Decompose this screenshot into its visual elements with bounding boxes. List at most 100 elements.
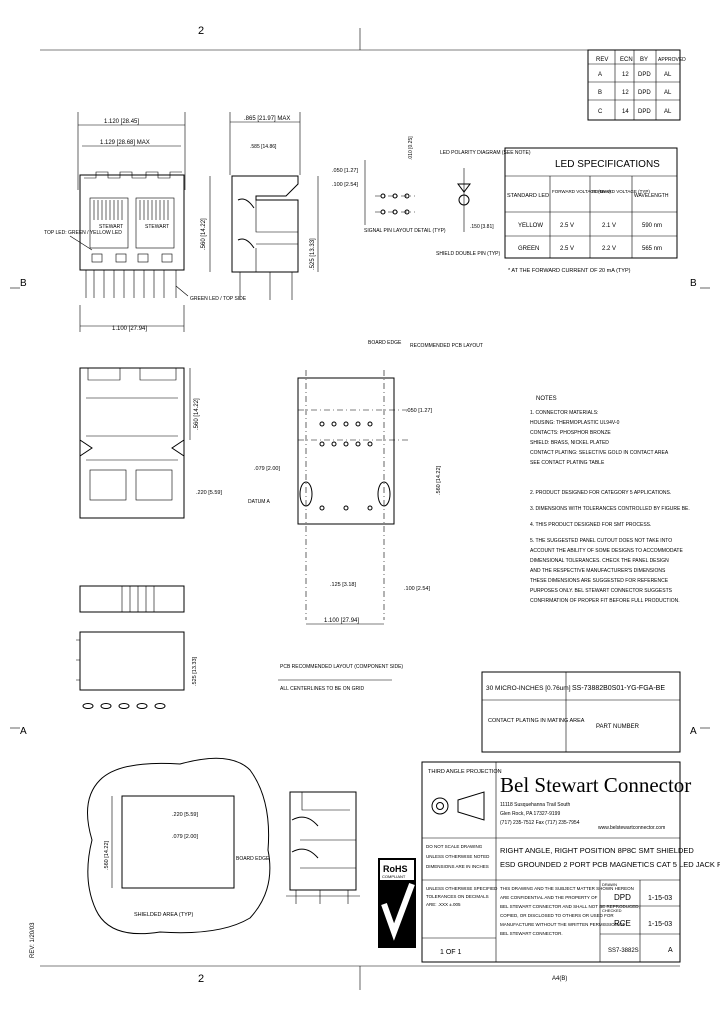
shield-double-pin-callout: SHIELD DOUBLE PIN (TYP)	[436, 251, 501, 257]
proprietary-line-4: COPIED, OR DISCLOSED TO OTHERS OR USED F…	[500, 913, 614, 918]
top-view-note-dim: .220 [5.59]	[196, 490, 222, 496]
pin-right-dim-b: .050 [1.27]	[406, 408, 432, 414]
rohs-label: RoHS	[383, 864, 408, 874]
revision-table: REV ECN BY APPROVED A 12 DPD AL B 12 DPD…	[587, 49, 686, 121]
note-line-15: PURPOSES ONLY. BEL STEWART CONNECTOR SUG…	[530, 588, 673, 594]
zone-label-left-a: A	[20, 726, 27, 737]
front-width-max-dim: 1.129 [28.68] MAX	[100, 140, 150, 146]
notes-title: NOTES	[536, 396, 557, 402]
side-height-dim: .560 [14.22]	[201, 218, 207, 250]
zone-label-left-b: B	[20, 278, 27, 289]
led-yellow-vmax: 2.5 V	[560, 223, 574, 229]
sheet-size: A4(B)	[552, 976, 567, 982]
led-header-vmax: FORWARD VOLTAGE (MAX)	[552, 189, 611, 194]
pcb-layout: 1.100 [27.94] .125 [3.18] .079 [2.00] DA…	[248, 340, 483, 692]
led-header-vtyp: FORWARD VOLTAGE (TYP)	[592, 189, 650, 194]
pin-spacing-b-dim: .100 [2.54]	[332, 182, 358, 188]
part-number-table: 30 MICRO-INCHES [0.76um] SS-73882B0S01-Y…	[481, 671, 681, 753]
proprietary-line-3: BEL STEWART CONNECTOR AND SHALL NOT BE R…	[500, 904, 640, 909]
unless-noted-label: UNLESS OTHERWISE NOTED	[426, 854, 490, 859]
led-stewart-label-right: STEWART	[145, 224, 169, 230]
sheet-number: 1 OF 1	[440, 949, 462, 956]
rev-row-c-rev: C	[598, 109, 603, 115]
layout-width-dim: 1.100 [27.94]	[324, 618, 359, 624]
led-green-name: GREEN	[518, 246, 539, 252]
check-icon	[381, 882, 415, 941]
revision-letter: A	[668, 947, 673, 954]
proprietary-line-2: ARE CONFIDENTIAL AND THE PROPERTY OF	[500, 895, 598, 900]
zone-label-bottom: 2	[198, 973, 204, 985]
signal-layout-callout: SIGNAL PIN LAYOUT DETAIL (TYP)	[364, 228, 446, 234]
company-address-3: (717) 235-7512 Fax (717) 235-7954	[500, 820, 580, 826]
note-line-11: ACCOUNT THE ABILITY OF SOME DESIGNS TO A…	[530, 548, 683, 554]
checked-by: RCE	[614, 919, 631, 928]
rev-row-a-rev: A	[598, 72, 602, 78]
company-url: www.belstewartconnector.com	[598, 825, 665, 831]
part-number-header: PART NUMBER	[596, 724, 640, 730]
led-note-dim: .150 [3.81]	[470, 224, 494, 230]
drawing-number: SS7-3882S	[608, 948, 639, 954]
pin-spacing-dim-b: .100 [2.54]	[404, 586, 430, 592]
side-top-dim-b: .585 [14.86]	[250, 144, 277, 150]
note-line-13: AND THE RESPECTIVE MANUFACTURER'S DIMENS…	[530, 568, 666, 574]
plating-header: CONTACT PLATING IN MATING AREA	[488, 718, 585, 724]
led-spec-title: LED SPECIFICATIONS	[555, 159, 660, 170]
led-header-wavelength: WAVELENGTH	[634, 193, 669, 199]
notes-block: NOTES 1. CONNECTOR MATERIALS: HOUSING: T…	[530, 396, 690, 604]
front-width-dim: 1.120 [28.45]	[104, 119, 139, 125]
led-green-vmax: 2.5 V	[560, 246, 574, 252]
side-view: .865 [21.97] MAX .585 [14.86] .560 [14.2…	[201, 112, 319, 300]
note-line-16: CONFIRMATION OF PROPER FIT BEFORE FULL P…	[530, 598, 680, 604]
signal-pin-detail: .050 [1.27] .100 [2.54] .010 [0.25] SIGN…	[332, 136, 446, 234]
note-line-1: 1. CONNECTOR MATERIALS:	[530, 410, 598, 416]
all-centerline-note: ALL CENTERLINES TO BE ON GRID	[280, 686, 364, 692]
proprietary-line-1: THIS DRAWING AND THE SUBJECT MATTER SHOW…	[500, 886, 634, 891]
side-view-small	[286, 791, 360, 904]
datum-label: DATUM A	[248, 499, 271, 505]
note-line-9: 4. THIS PRODUCT DESIGNED FOR SMT PROCESS…	[530, 522, 651, 528]
note-line-5: CONTACT PLATING: SELECTIVE GOLD IN CONTA…	[530, 450, 669, 456]
rohs-sublabel: COMPLIANT	[382, 874, 406, 879]
tolerance-line-3: ARE: .XXX ±.005	[426, 902, 461, 907]
rev-header-rev: REV	[596, 57, 608, 63]
led-polarity-callout: LED POLARITY DIAGRAM (SEE NOTE)	[440, 150, 531, 156]
tolerance-line-1: UNLESS OTHERWISE SPECIFIED	[426, 886, 498, 891]
rev-row-b-rev: B	[598, 90, 602, 96]
led-yellow-wl: 590 nm	[642, 223, 662, 229]
layout-pitch-dim: .125 [3.18]	[330, 582, 356, 588]
zone-label-top: 2	[198, 25, 204, 37]
rev-row-c-ecn: 14	[622, 109, 629, 115]
part-number-value: SS-73882B0S01-YG-FGA-BE	[572, 685, 665, 692]
cutout-top-dim: .220 [5.59]	[172, 812, 198, 818]
pin-spacing-a-dim: .050 [1.27]	[332, 168, 358, 174]
led-polarity-diagram: LED POLARITY DIAGRAM (SEE NOTE) .150 [3.…	[436, 150, 531, 257]
note-line-7: 2. PRODUCT DESIGNED FOR CATEGORY 5 APPLI…	[530, 490, 671, 496]
note-line-6: SEE CONTACT PLATING TABLE	[530, 460, 605, 466]
top-led-callout: TOP LED: GREEN / YELLOW LED	[44, 230, 122, 236]
front-view: 1.120 [28.45] 1.129 [28.68] MAX STEWART …	[44, 112, 247, 332]
pin-right-dim-a: .010 [0.25]	[408, 136, 414, 160]
dimensions-label: DIMENSIONS ARE IN INCHES	[426, 864, 489, 869]
rev-row-b-ecn: 12	[622, 90, 629, 96]
led-green-wl: 565 nm	[642, 246, 662, 252]
zone-label-right-a: A	[690, 726, 697, 737]
rev-header-ecn: ECN	[620, 57, 633, 63]
bottom-view: .525 [13.33]	[76, 585, 198, 709]
top-view: .560 [14.22] .220 [5.59]	[79, 367, 222, 519]
board-edge-callout: BOARD EDGE	[368, 340, 402, 346]
note-line-10: 5. THE SUGGESTED PANEL CUTOUT DOES NOT T…	[530, 538, 672, 544]
note-line-4: SHIELD: BRASS, NICKEL PLATED	[530, 440, 609, 446]
note-line-3: CONTACTS: PHOSPHOR BRONZE	[530, 430, 611, 436]
led-footnote: * AT THE FORWARD CURRENT OF 20 mA (TYP)	[508, 268, 631, 274]
tolerance-line-2: TOLERANCES ON DECIMALS	[426, 894, 489, 899]
green-led-callout: GREEN LED / TOP SIDE	[190, 296, 247, 302]
recommended-pcb-callout: RECOMMENDED PCB LAYOUT	[410, 343, 483, 349]
drawn-date: 1-15-03	[648, 895, 672, 902]
title-block: THIRD ANGLE PROJECTION Bel Stewart Conne…	[421, 761, 720, 982]
company-name: Bel Stewart Connector	[500, 773, 691, 797]
drawn-label: DRAWN	[602, 882, 617, 887]
cutout-height-dim: .560 [14.22]	[104, 840, 110, 870]
top-view-height-dim: .560 [14.22]	[194, 398, 200, 430]
proprietary-line-6: BEL STEWART CONNECTOR.	[500, 931, 563, 936]
